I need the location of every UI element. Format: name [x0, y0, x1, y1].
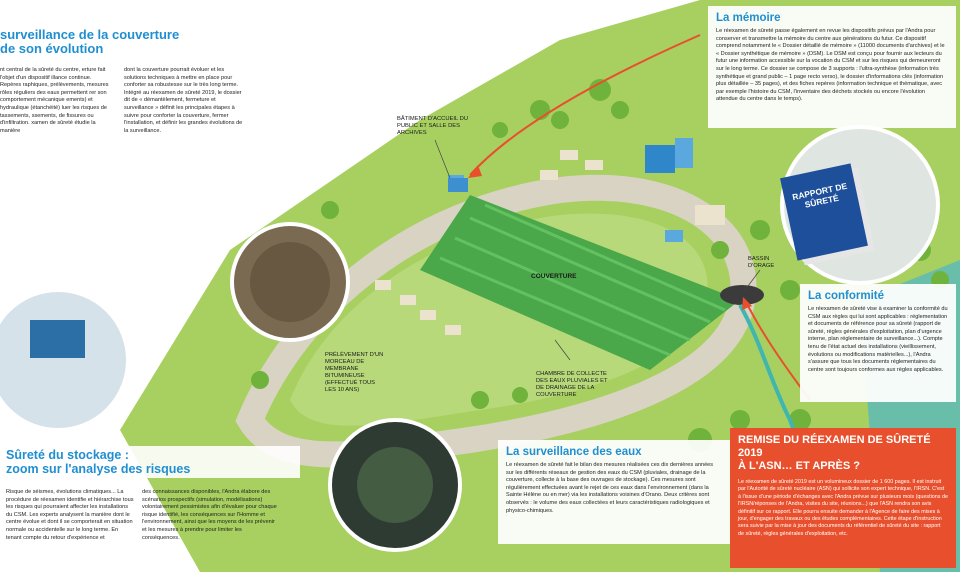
callout-prelevement: PRÉLÈVEMENT D'UN MORCEAU DE MEMBRANE BIT…: [325, 352, 384, 393]
photo-bureau: [0, 288, 130, 432]
couverture-intro-col1: nt central de la sûreté du centre, ertur…: [0, 67, 109, 134]
photo-eaux-detail: [357, 447, 433, 523]
remise-panel: REMISE DU RÉEXAMEN DE SÛRETÉ 2019 À L'AS…: [730, 428, 956, 568]
memoire-text: Le réexamen de sûreté passe également en…: [716, 28, 945, 103]
callout-batiment: BÂTIMENT D'ACCUEIL DU PUBLIC ET SALLE DE…: [397, 116, 469, 136]
remise-title-line2: À L'ASN… ET APRÈS ?: [738, 460, 860, 472]
conformite-title: La conformité: [808, 290, 885, 302]
couverture-intro-col2: dont la couverture pourrait évoluer et l…: [124, 67, 243, 134]
conformite-text: Le réexamen de sûreté vise à examiner la…: [808, 306, 948, 373]
eaux-text: Le réexamen de sûreté fait le bilan des …: [506, 462, 714, 514]
arrow-head-conformite: [742, 297, 752, 310]
memoire-panel: La mémoire Le réexamen de sûreté passe é…: [708, 6, 956, 128]
eaux-title: La surveillance des eaux: [506, 446, 642, 458]
remise-title: REMISE DU RÉEXAMEN DE SÛRETÉ 2019 À L'AS…: [738, 434, 948, 473]
remise-text: Le réexamen de sûreté 2019 est un volumi…: [738, 479, 948, 537]
surete-title-line2: zoom sur l'analyse des risques: [6, 462, 191, 476]
couverture-intro: surveillance de la couverture de son évo…: [0, 28, 320, 56]
surete-title: Sûreté du stockage : zoom sur l'analyse …: [6, 448, 294, 476]
bassin-orage-basin: [720, 285, 764, 305]
couverture-intro-title: surveillance de la couverture de son évo…: [0, 28, 320, 56]
surete-section: Sûreté du stockage : zoom sur l'analyse …: [0, 446, 300, 478]
callout-chambre: CHAMBRE DE COLLECTE DES EAUX PLUVIALES E…: [536, 371, 608, 398]
arrow-head-memoire: [468, 165, 482, 178]
surete-title-line1: Sûreté du stockage :: [6, 448, 129, 462]
batiment-accueil: [448, 178, 468, 192]
callout-bassin: BASSIN D'ORAGE: [748, 256, 775, 269]
conformite-panel: La conformité Le réexamen de sûreté vise…: [800, 284, 956, 402]
callout-lines: [434, 139, 761, 361]
surete-col2: des connaissances disponibles, l'Andra é…: [142, 489, 277, 541]
couverture-stripes: [439, 203, 726, 357]
callout-couverture: COUVERTURE: [531, 273, 577, 280]
remise-title-line1: REMISE DU RÉEXAMEN DE SÛRETÉ 2019: [738, 434, 931, 459]
couverture-intro-title-line1: surveillance de la couverture: [0, 27, 180, 42]
surete-col1: Risque de séismes, évolutions climatique…: [6, 489, 134, 541]
eaux-panel: La surveillance des eaux Le réexamen de …: [498, 440, 730, 544]
memoire-title: La mémoire: [716, 12, 781, 24]
couverture-intro-title-line2: de son évolution: [0, 41, 104, 56]
photo-bureau-screen: [30, 320, 85, 358]
photo-prelevement-detail: [250, 242, 330, 322]
